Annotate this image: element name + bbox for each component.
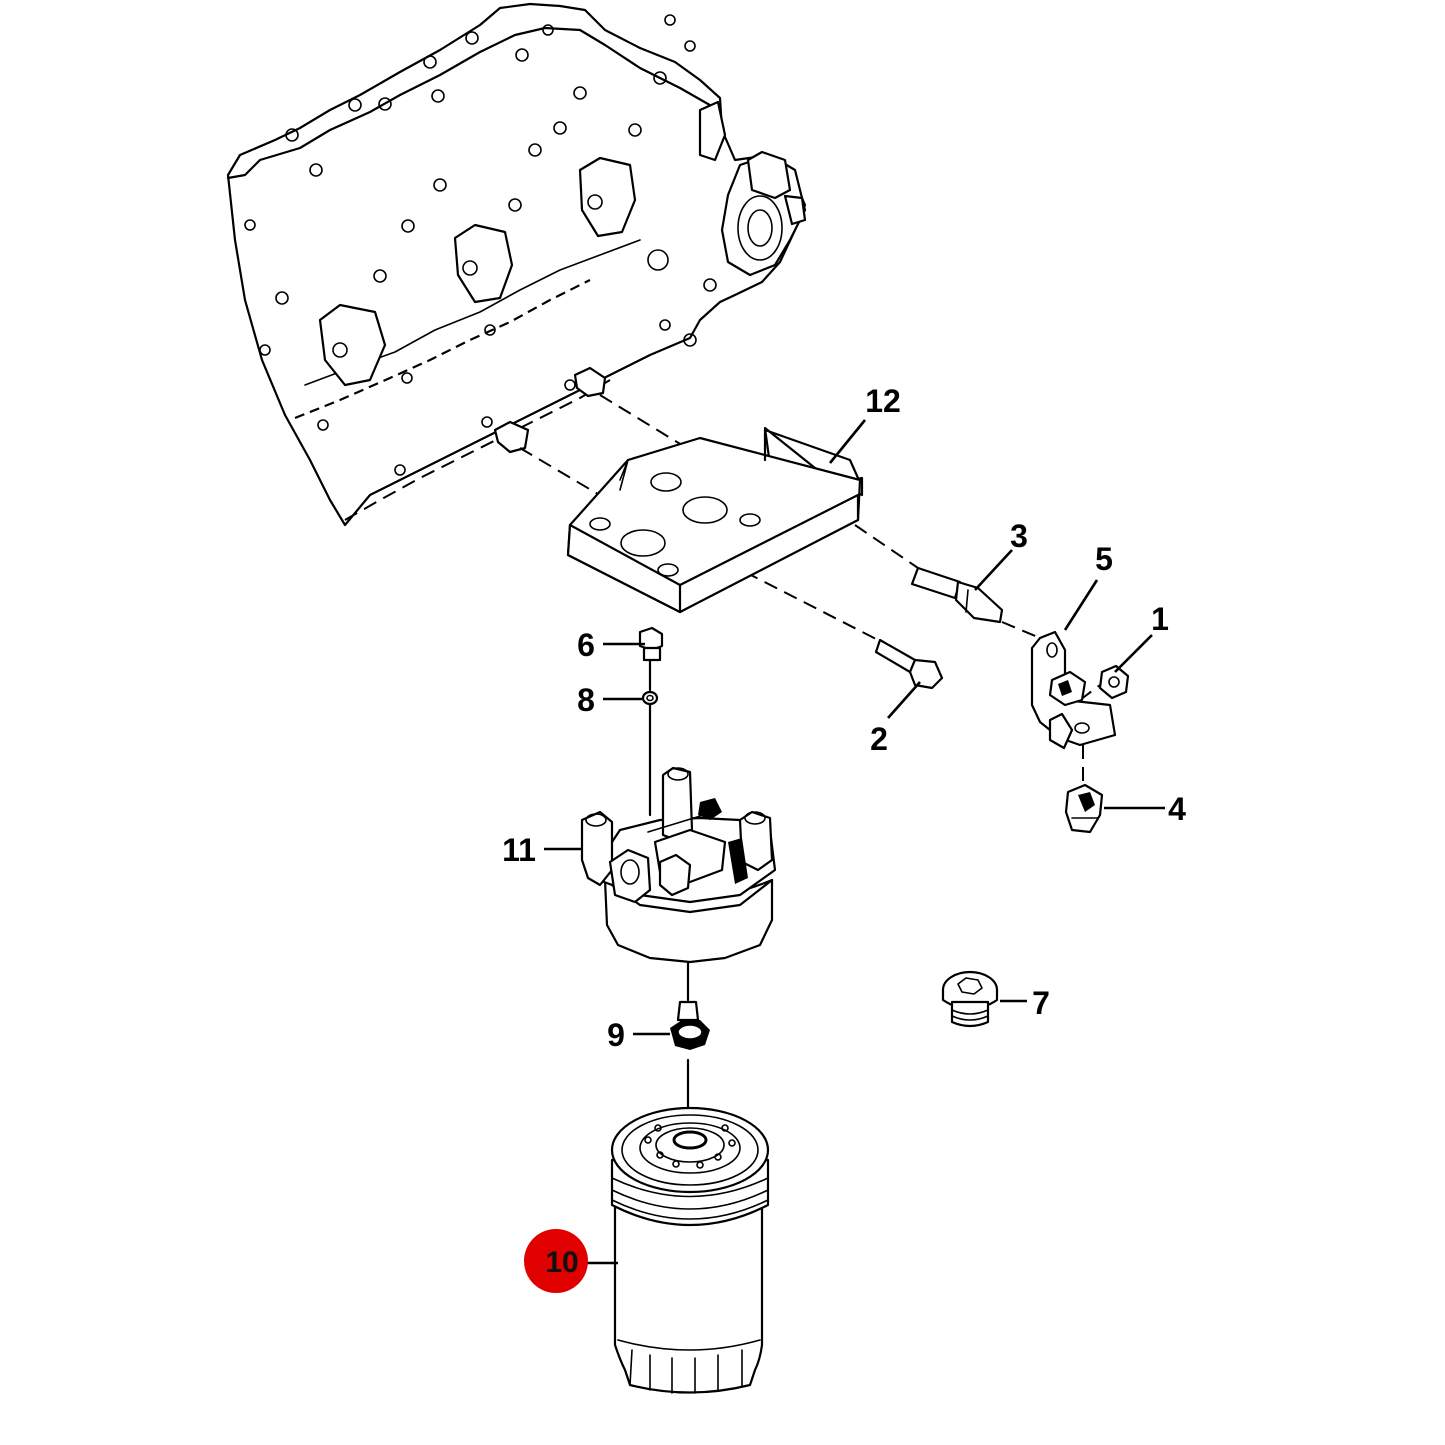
callout-11: 11 [502,832,536,868]
bolt-short [874,638,944,690]
filter-cartridge [610,1106,770,1394]
callout-9: 9 [607,1017,625,1053]
drain-plug [941,970,999,1028]
callout-10: 10 [545,1246,578,1279]
callout-6: 6 [577,627,595,663]
callout-2: 2 [870,721,888,757]
callout-4: 4 [1168,791,1186,827]
highlight-marker [524,1229,588,1293]
retaining-clip [1064,783,1104,834]
callout-12: 12 [865,383,901,419]
callout-1: 1 [1151,601,1169,637]
callout-leaders [544,419,1165,1265]
filter-head-bolt [638,626,664,662]
bolt-long [910,566,1004,624]
callouts: 1 2 3 4 5 6 7 8 9 11 12 10 [502,383,1186,1293]
callout-7: 7 [1032,985,1050,1021]
engine-block [226,2,807,527]
drain-sensor [670,1000,710,1050]
hex-nut [1098,664,1130,700]
callout-5: 5 [1095,541,1113,577]
filter-head [580,766,777,964]
callout-3: 3 [1010,518,1028,554]
mounting-bracket [566,426,864,614]
sealing-washer [641,690,659,706]
small-bracket [1030,630,1117,750]
callout-8: 8 [577,682,595,718]
